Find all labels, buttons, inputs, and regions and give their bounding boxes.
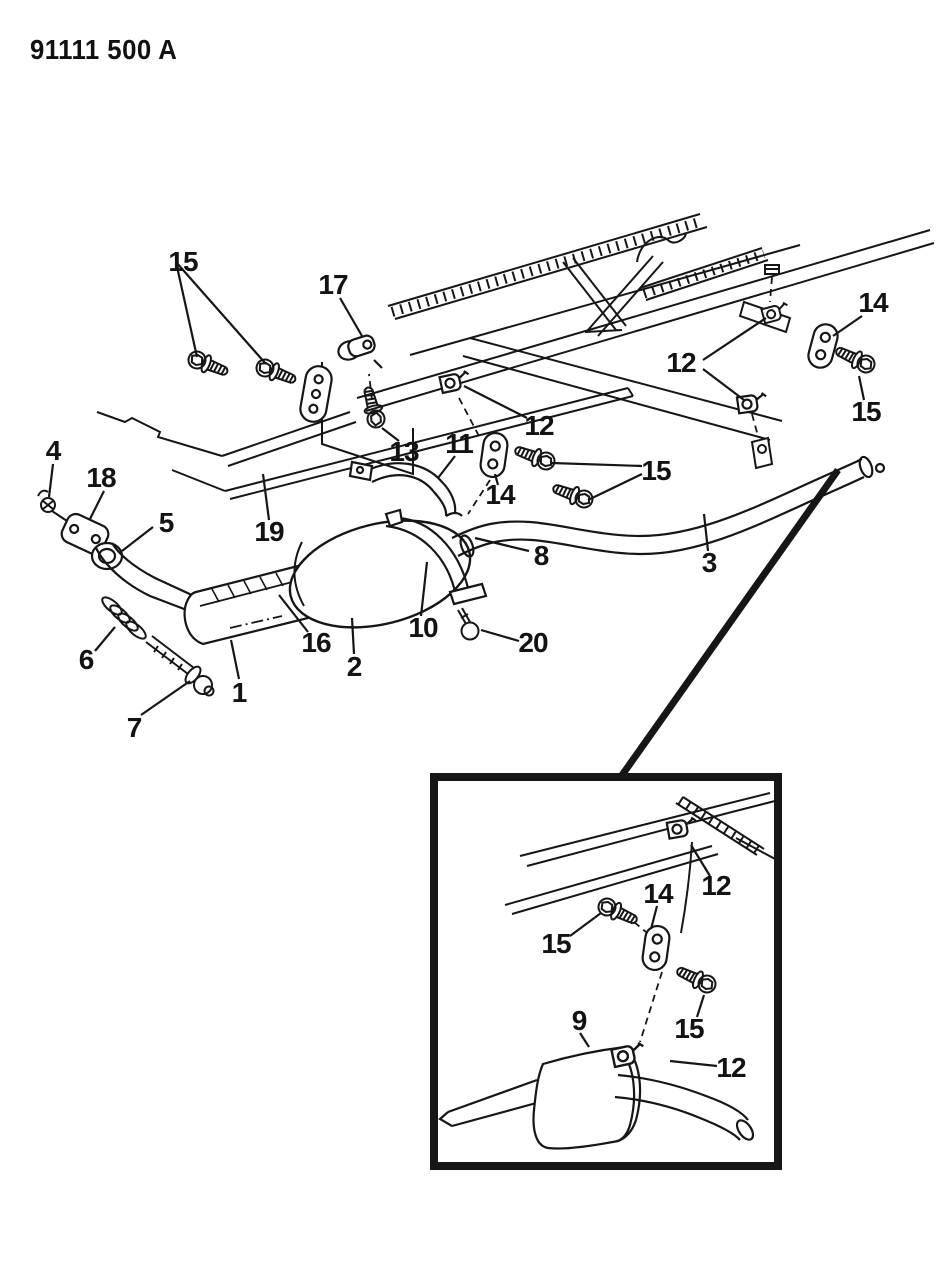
inset-dash-lines: [633, 921, 663, 1043]
muffler: [288, 519, 472, 629]
tailpipe: [451, 455, 886, 558]
callout-15-mid: 15: [641, 455, 671, 486]
callout-14-inset: 14: [643, 878, 673, 909]
bolt-15-b: [252, 355, 300, 390]
flange-nut: [37, 489, 68, 522]
callout-13: 13: [389, 436, 419, 467]
square-nut: [764, 264, 780, 275]
isolator-3hole: [299, 365, 333, 423]
callout-17: 17: [318, 269, 348, 300]
callout-15-inset-lower: 15: [674, 1013, 704, 1044]
callout-18: 18: [86, 462, 116, 493]
frame-rails: [96, 213, 935, 476]
callout-19: 19: [254, 516, 284, 547]
screw-20: [457, 607, 480, 641]
callout-10: 10: [408, 612, 438, 643]
muffler-strap: [384, 508, 488, 606]
callout-12-right: 12: [666, 347, 696, 378]
crossmember-x-brace: [562, 255, 664, 337]
callout-14-right: 14: [858, 287, 888, 318]
pipe-coupling: [459, 534, 475, 558]
callout-6: 6: [78, 644, 95, 675]
callout-2: 2: [346, 651, 363, 682]
isolator-14-mid: [477, 430, 511, 480]
callout-7: 7: [126, 712, 143, 743]
isolator-14-right: [804, 320, 842, 372]
bolt-15-right: [831, 341, 879, 377]
callout-12-inset-clamp: 12: [701, 870, 731, 901]
inset-hanger-rod: [680, 841, 693, 934]
bolt-15-a: [184, 347, 232, 382]
inset-pointer-line: [617, 467, 841, 781]
inset-frame-rails: [504, 792, 778, 915]
support-bracket: [348, 460, 463, 517]
tailpipe-hanger-tab: [750, 436, 774, 470]
callout-11: 11: [445, 428, 474, 459]
callout-4: 4: [45, 435, 62, 466]
assembly-dash-lines: [368, 276, 773, 515]
callout-8: 8: [533, 540, 550, 571]
spring: [101, 596, 147, 640]
hanger-17: [337, 334, 383, 369]
callout-15-inset-upper: 15: [541, 928, 571, 959]
bolt-15-d: [549, 478, 597, 512]
callout-5: 5: [158, 507, 175, 538]
clamp-12-lower: [735, 391, 770, 415]
bolt-13: [357, 384, 388, 431]
leader-lines: [47, 261, 866, 716]
inset-leader-lines: [569, 844, 718, 1068]
callout-15-top-left: 15: [168, 246, 198, 277]
callout-9-inset: 9: [571, 1005, 588, 1036]
callout-20: 20: [518, 627, 548, 658]
callout-1: 1: [231, 677, 248, 708]
inlet-pipe: [95, 542, 195, 614]
callout-3: 3: [701, 547, 718, 578]
muffler-shield-seam: [293, 541, 305, 607]
callout-15-right: 15: [851, 396, 881, 427]
callout-16: 16: [301, 627, 331, 658]
heat-shield: [171, 387, 634, 500]
callout-12-inset-hanger: 12: [716, 1052, 746, 1083]
callout-12-mid: 12: [524, 410, 554, 441]
bolt-15-c: [511, 440, 559, 474]
clamp-12-upper: [760, 300, 792, 325]
figure-code: 91111 500 A: [30, 34, 178, 65]
callout-14-mid: 14: [485, 479, 515, 510]
